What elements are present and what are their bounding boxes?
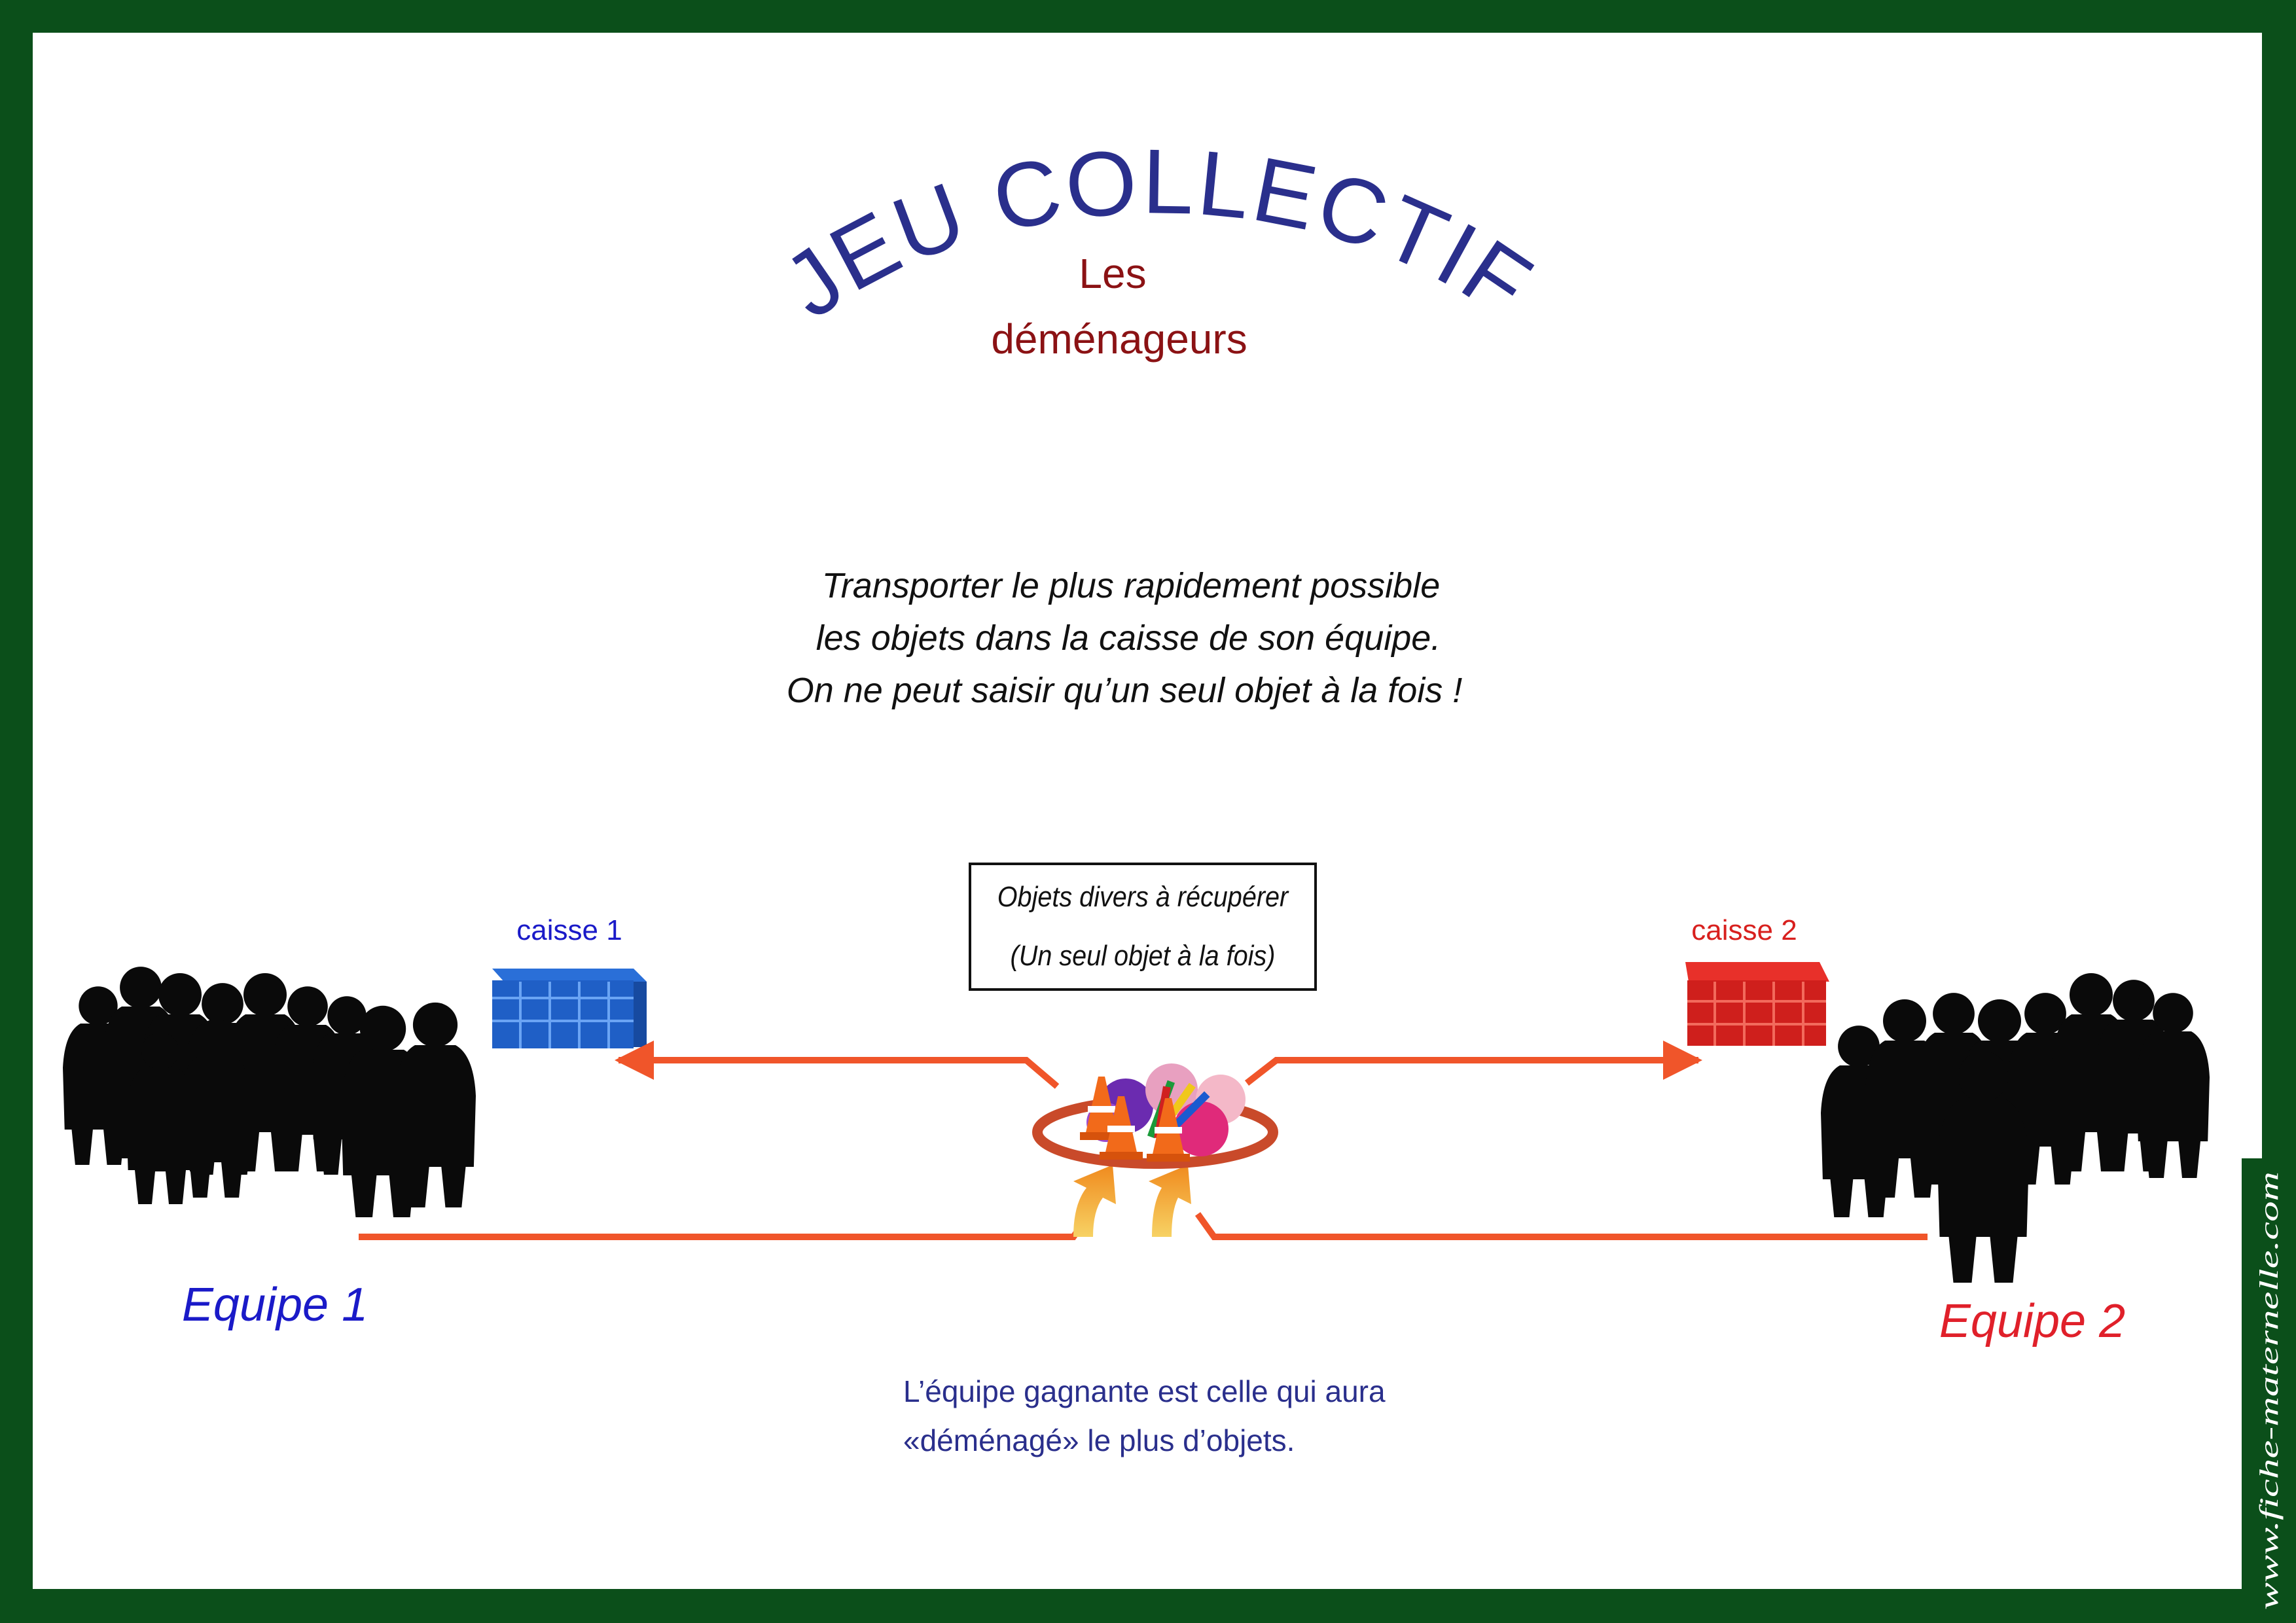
team-1-path xyxy=(359,1212,1093,1240)
up-arrows-icon xyxy=(1073,1165,1191,1237)
team-2-label: Equipe 2 xyxy=(1939,1295,2125,1347)
subtitle-line1: Les xyxy=(1079,250,1146,297)
page-sheet xyxy=(33,33,2262,1589)
crate-label-1: caisse 1 xyxy=(516,914,622,946)
subtitle-line2: déménageurs xyxy=(991,315,1247,363)
cone-icon xyxy=(1147,1098,1190,1162)
watermark-strip: www.fiche-maternelle.com xyxy=(2242,1158,2294,1616)
team-1-label: Equipe 1 xyxy=(182,1279,368,1331)
instruction-line: les objets dans la caisse de son équipe. xyxy=(816,618,1441,658)
objects-box-line1: Objets divers à récupérer xyxy=(997,880,1289,912)
crate-label-2: caisse 2 xyxy=(1691,914,1797,946)
arrow-to-crate-2 xyxy=(1244,1041,1702,1086)
winning-rule-line1: L’équipe gagnante est celle qui aura xyxy=(903,1374,1386,1408)
red-crate-icon xyxy=(1685,962,1829,1046)
instruction-line: On ne peut saisir qu’un seul objet à la … xyxy=(787,671,1463,710)
cone-icon xyxy=(1100,1096,1143,1160)
team-1-silhouettes xyxy=(63,967,476,1217)
winning-rule-line2: «déménagé» le plus d’objets. xyxy=(903,1423,1295,1457)
arrow-to-crate-1 xyxy=(615,1041,1060,1089)
objects-box-line2: (Un seul objet à la fois) xyxy=(1011,939,1276,971)
objects-box: Objets divers à récupérer (Un seul objet… xyxy=(969,863,1317,991)
instructions: Transporter le plus rapidement possible … xyxy=(787,566,1463,710)
team-2-path xyxy=(1194,1212,1928,1240)
watermark-text: www.fiche-maternelle.com xyxy=(2254,1171,2284,1610)
instruction-line: Transporter le plus rapidement possible xyxy=(822,566,1440,605)
main-title: JEU COLLECTIF xyxy=(766,130,1551,338)
objects-hoop-icon xyxy=(1032,1063,1278,1169)
blue-crate-icon xyxy=(492,969,647,1048)
